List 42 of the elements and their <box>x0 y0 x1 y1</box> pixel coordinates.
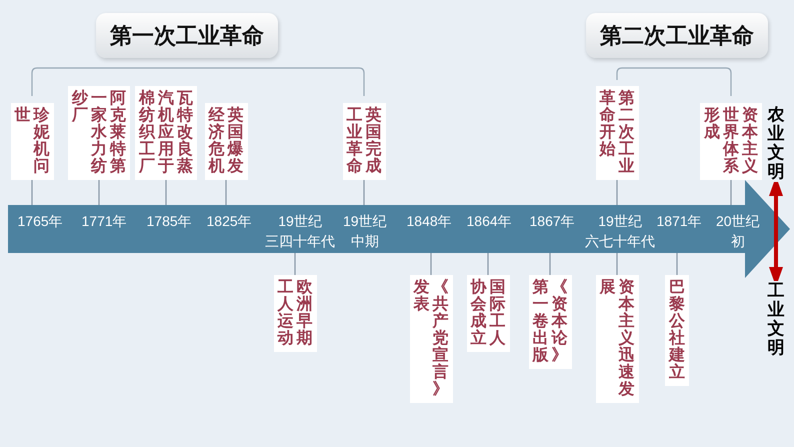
leader-line <box>165 180 167 205</box>
event-label: 国际工人协会成立 <box>466 275 510 352</box>
event-label: 资本主义世界体系形成 <box>700 103 762 180</box>
date-label: 1864年 <box>466 205 512 253</box>
date-label: 19世纪三四十年代 <box>265 205 335 253</box>
event-label: 阿克莱特第一家水力纺纱厂 <box>68 86 130 180</box>
event-label: 《资本论》第一卷出版 <box>528 275 572 369</box>
event-label: 资本主义迅速发展 <box>596 275 638 403</box>
leader-line <box>98 180 100 205</box>
event-label: 英国完成工业革命 <box>342 103 386 180</box>
date-label: 1871年 <box>656 205 702 253</box>
event-label: 《共产党宣言》发表 <box>410 275 452 403</box>
section-title: 第二次工业革命 <box>586 13 768 58</box>
date-label: 1867年 <box>530 205 575 253</box>
leader-line <box>487 253 489 275</box>
era-label: 工业文明 <box>766 281 786 358</box>
date-label: 1785年 <box>146 205 192 253</box>
date-label: 1848年 <box>406 205 452 253</box>
leader-line <box>225 180 227 205</box>
leader-line <box>31 180 33 205</box>
event-label: 瓦特改良蒸汽机应用于棉纺织工厂 <box>135 86 197 180</box>
era-label: 农业文明 <box>766 105 786 182</box>
date-label: 1825年 <box>206 205 252 253</box>
leader-line <box>549 253 551 275</box>
leader-line <box>430 253 432 275</box>
date-label: 20世纪初 <box>716 205 760 253</box>
leader-line <box>676 253 678 275</box>
date-label: 1771年 <box>82 205 127 253</box>
leader-line <box>363 180 365 205</box>
section-title: 第一次工业革命 <box>96 13 278 58</box>
date-label: 1765年 <box>18 205 63 253</box>
date-label: 19世纪中期 <box>343 205 387 253</box>
leader-line <box>730 180 732 205</box>
leader-line <box>616 253 618 275</box>
leader-line <box>616 180 618 205</box>
event-label: 欧洲早期工人运动 <box>274 275 316 352</box>
event-label: 珍妮机问世 <box>10 103 54 180</box>
leader-line <box>294 253 296 275</box>
event-label: 第二次工业革命开始 <box>596 86 638 180</box>
event-label: 巴黎公社建立 <box>665 275 689 386</box>
date-label: 19世纪六七十年代 <box>585 205 655 253</box>
event-label: 英国爆发经济危机 <box>204 103 248 180</box>
